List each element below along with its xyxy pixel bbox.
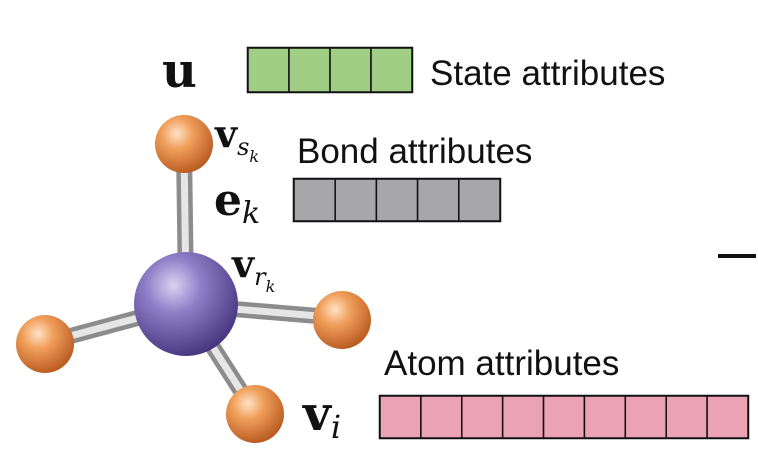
state-attributes-label: State attributes: [430, 54, 665, 93]
vi-sub: i: [331, 408, 341, 446]
bond-attributes-label: Bond attributes: [297, 132, 532, 171]
e-sub: k: [242, 196, 260, 231]
outer-atom-top: [155, 115, 213, 173]
vs-symbol: vsk: [214, 111, 259, 166]
bond-vector-cell: [334, 178, 378, 222]
atom-vector-cell: [420, 395, 463, 439]
outer-atom-bottom: [226, 385, 284, 443]
vs-sub: s: [237, 133, 249, 161]
u-symbol: u: [162, 43, 197, 99]
state-vector: [246, 46, 414, 94]
bond-vector-cell: [458, 178, 501, 222]
atom-vector: [378, 394, 750, 440]
atom-vector-cell: [461, 395, 504, 439]
e-symbol: ek: [214, 175, 260, 231]
vi-symbol: vi: [302, 386, 341, 446]
state-vector-cell: [370, 47, 413, 93]
atom-vector-cell: [665, 395, 708, 439]
vi-main: v: [302, 386, 333, 442]
vs-main: v: [214, 111, 239, 156]
center-atom: [134, 252, 238, 356]
vr-main: v: [231, 241, 256, 286]
state-vector-cell: [288, 47, 331, 93]
atom-vector-cell: [624, 395, 667, 439]
bond-vector: [292, 177, 502, 223]
atom-vector-cell: [583, 395, 627, 439]
atom-vector-cell: [379, 395, 422, 439]
vr-sub: r: [254, 263, 267, 291]
vr-subsub: k: [266, 277, 276, 296]
state-vector-cell: [329, 47, 372, 93]
vr-symbol: vrk: [231, 241, 275, 296]
atom-vector-cell: [542, 395, 586, 439]
molecule: [16, 115, 371, 443]
atom-attributes-label: Atom attributes: [384, 344, 619, 383]
atom-vector-cell: [501, 395, 545, 439]
e-main: e: [214, 175, 242, 226]
state-vector-cell: [247, 47, 290, 93]
bond-vector-cell: [416, 178, 460, 222]
atom-vector-cell: [706, 395, 749, 439]
outer-atom-right: [313, 291, 371, 349]
vs-subsub: k: [249, 147, 259, 166]
bond-vector-cell: [293, 178, 336, 222]
bond-vector-cell: [375, 178, 419, 222]
outer-atom-left: [16, 315, 74, 373]
